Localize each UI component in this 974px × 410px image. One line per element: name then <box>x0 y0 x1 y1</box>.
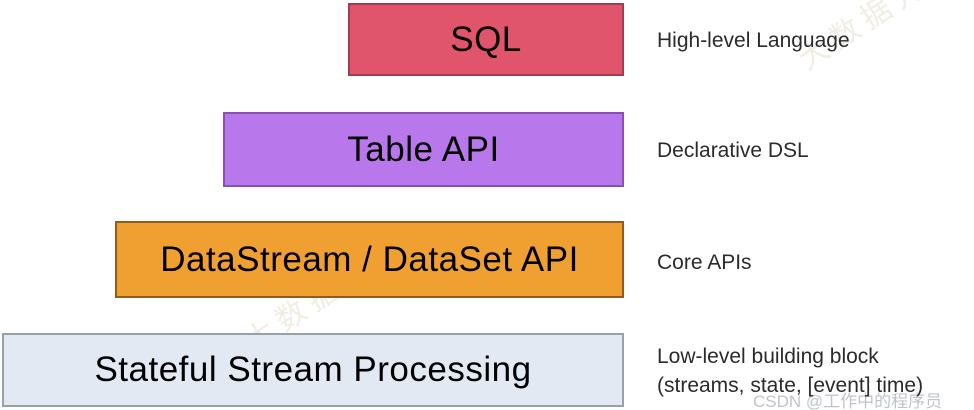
description-line: Core APIs <box>657 251 752 274</box>
layer-box-stateful-stream-processing: Stateful Stream Processing <box>2 333 624 407</box>
layer-description-table-api: Declarative DSL <box>657 136 972 165</box>
layer-label-sql: SQL <box>450 19 522 59</box>
layer-description-core-apis: Core APIs <box>657 248 972 277</box>
description-line: (streams, state, [event] time) <box>657 374 924 397</box>
layer-label-stateful-stream-processing: Stateful Stream Processing <box>94 350 532 389</box>
layer-label-datastream-dataset-api: DataStream / DataSet API <box>160 239 579 279</box>
layer-label-table-api: Table API <box>347 129 500 169</box>
layer-description-sql: High-level Language <box>657 26 972 55</box>
description-line: High-level Language <box>657 29 850 52</box>
layer-box-datastream-dataset-api: DataStream / DataSet API <box>115 221 624 298</box>
layer-description-low-level: Low-level building block (streams, state… <box>657 342 972 400</box>
layer-box-sql: SQL <box>348 3 624 76</box>
layer-box-table-api: Table API <box>223 112 624 187</box>
description-line: Declarative DSL <box>657 139 809 162</box>
description-line: Low-level building block <box>657 345 879 368</box>
